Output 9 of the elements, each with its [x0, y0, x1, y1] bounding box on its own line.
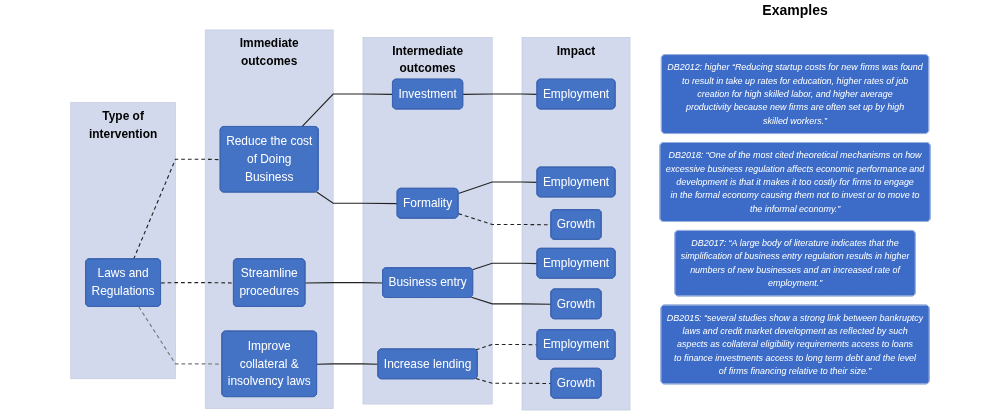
connector [316, 191, 399, 205]
connector [301, 93, 394, 128]
connector [457, 181, 538, 195]
connector [470, 296, 552, 305]
connector [304, 282, 384, 284]
connector [471, 262, 538, 271]
connector [316, 363, 379, 365]
connector [462, 93, 538, 95]
column-heading: Examples [761, 2, 829, 18]
